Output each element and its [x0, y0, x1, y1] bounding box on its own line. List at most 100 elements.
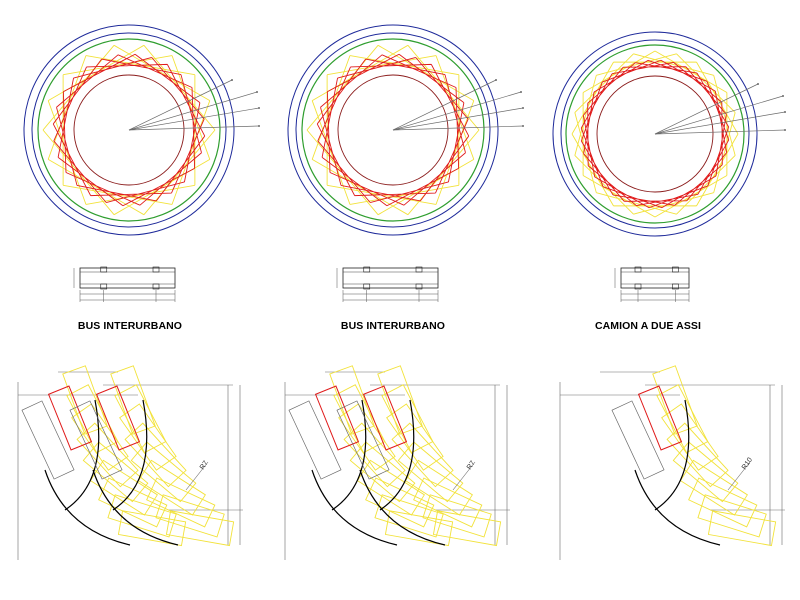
front-axle-wheel: [363, 266, 371, 273]
vehicle-position-outline: [707, 510, 777, 547]
vehicle-position-outline: [384, 510, 454, 547]
envelope-circle: [565, 44, 745, 224]
vehicle-position-outline: [338, 403, 396, 471]
outer-wheel-track: [379, 399, 415, 511]
radius-leader-line: [128, 107, 260, 131]
vehicle-body: [620, 267, 690, 289]
leader-dot: [782, 95, 784, 97]
inner-wheel-track: [44, 469, 131, 546]
vehicle-position-outline: [381, 384, 434, 454]
caption-bus-interurbano-1: BUS INTERURBANO: [77, 320, 183, 332]
vehicle-position-outline: [666, 422, 729, 488]
inner-circle: [596, 75, 714, 193]
leader-dot: [522, 125, 524, 127]
vehicle-body: [342, 267, 439, 289]
radius-leader-line: [452, 461, 476, 491]
inner-wheel-track: [92, 469, 179, 546]
vehicle-position-outline: [391, 422, 454, 488]
leader-dot: [784, 129, 786, 131]
radius-leader-line: [128, 79, 233, 131]
vehicle-plan-3: [614, 266, 690, 302]
outer-body-circle: [31, 32, 227, 228]
swept-path-3: R10: [559, 365, 785, 560]
vehicle-ghost-outline: [611, 400, 665, 480]
radius-leader-line: [654, 83, 759, 135]
vehicle-position-outline: [413, 477, 483, 528]
vehicle-position-outline: [386, 403, 444, 471]
outer-body-circle: [560, 39, 750, 229]
vehicle-position-outline: [672, 441, 739, 503]
vehicle-position-outline: [661, 403, 719, 471]
vehicle-position-outline: [679, 459, 748, 516]
vehicle-position-outline: [146, 477, 216, 528]
rear-axle-wheel: [672, 266, 679, 273]
radius-leader-line: [727, 461, 751, 491]
swept-path-1: R7: [17, 365, 243, 560]
vehicle-sweep-1: [288, 365, 454, 547]
vehicle-position-outline: [66, 384, 119, 454]
inner-wheel-track: [634, 469, 721, 546]
vehicle-position-outline: [365, 477, 435, 528]
rear-axle-wheel: [415, 266, 423, 273]
outer-wheel-track: [112, 399, 148, 511]
vehicle-position-outline: [652, 365, 698, 435]
vehicle-position-outline: [329, 365, 375, 435]
vehicle-initial-outline: [47, 385, 93, 451]
outer-wheel-track: [331, 399, 367, 511]
leader-dot: [231, 79, 233, 81]
caption-bus-interurbano-2: BUS INTERURBANO: [340, 320, 446, 332]
vehicle-position-outline: [89, 459, 158, 516]
leader-dot: [495, 79, 497, 81]
vehicle-position-outline: [124, 422, 187, 488]
outer-wheel-track: [654, 399, 690, 511]
envelope-circle: [301, 38, 485, 222]
inner-circle: [337, 74, 449, 186]
leader-dot: [258, 125, 260, 127]
vehicle-sweep-2: [336, 365, 502, 547]
vehicle-position-outline: [155, 494, 225, 538]
envelope-circle: [37, 38, 221, 222]
vehicle-ghost-outline: [288, 400, 342, 480]
vehicle-ghost-outline: [69, 400, 123, 480]
leader-dot: [784, 111, 786, 113]
vehicle-outline-red: [52, 53, 206, 207]
vehicle-position-outline: [333, 384, 386, 454]
vehicle-ghost-outline: [21, 400, 75, 480]
front-axle-wheel: [634, 283, 642, 290]
vehicle-position-outline: [137, 459, 206, 516]
vehicle-position-outline: [374, 494, 444, 538]
outer-clearance-circle: [552, 31, 758, 237]
front-axle-wheel: [363, 283, 371, 290]
vehicle-position-outline: [656, 384, 709, 454]
radius-leader-line: [392, 79, 497, 131]
vehicle-position-outline: [119, 403, 177, 471]
radius-label: R10: [741, 457, 754, 472]
vehicle-position-outline: [688, 477, 758, 528]
vehicle-sweep-2: [69, 365, 235, 547]
leader-dot: [520, 91, 522, 93]
vehicle-position-outline: [343, 422, 406, 488]
radius-leader-line: [654, 129, 786, 135]
outer-clearance-circle: [287, 24, 499, 236]
vehicle-plan-2: [336, 266, 439, 302]
turning-circle-1: [23, 24, 260, 236]
vehicle-ghost-outline: [336, 400, 390, 480]
outer-wheel-track: [64, 399, 100, 511]
vehicle-plan-1: [73, 266, 176, 302]
vehicle-position-outline: [62, 365, 108, 435]
vehicle-position-outline: [432, 510, 502, 547]
vehicle-position-outline: [356, 459, 425, 516]
vehicle-initial-outline: [637, 385, 683, 451]
vehicle-position-outline: [76, 422, 139, 488]
leader-dot: [522, 107, 524, 109]
radius-leader-line: [128, 91, 258, 131]
vehicle-position-outline: [117, 510, 187, 547]
vehicle-initial-outline: [314, 385, 360, 451]
vehicle-sweep-1: [611, 365, 777, 547]
vehicle-position-outline: [404, 459, 473, 516]
vehicle-outline-red: [316, 53, 470, 207]
vehicle-position-outline: [165, 510, 235, 547]
radius-leader-line: [654, 111, 786, 135]
radius-leader-line: [654, 95, 784, 135]
